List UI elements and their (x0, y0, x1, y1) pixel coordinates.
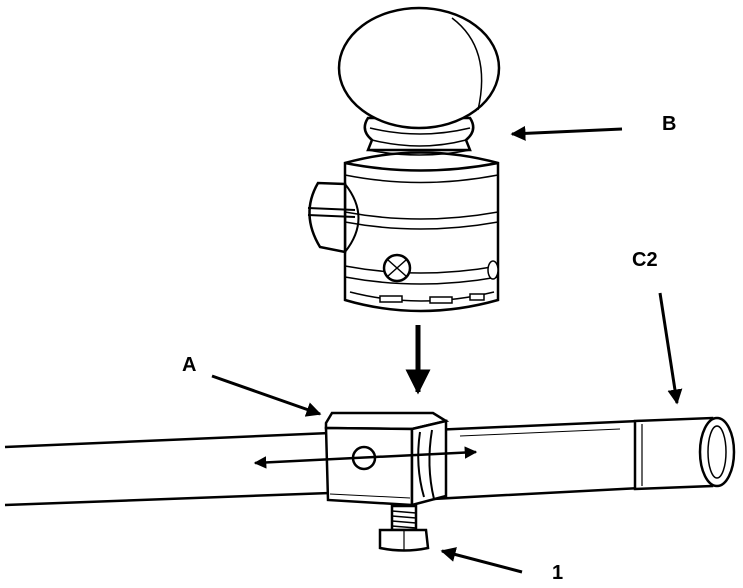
tube-inner-shade (459, 428, 621, 437)
tube-end-cap (633, 416, 736, 491)
tube-bottom-edge-left (4, 491, 331, 507)
clamp-bolt (378, 504, 430, 552)
arrow-a (211, 374, 322, 417)
end-cap-face (698, 416, 736, 488)
ball-sphere (337, 6, 501, 130)
slide-direction-arrow (253, 446, 478, 469)
label-a: A (182, 354, 197, 376)
tube-top-edge-left (4, 431, 331, 449)
tow-ball (337, 6, 501, 156)
arrow-b (510, 125, 623, 141)
label-b: B (662, 113, 677, 135)
housing-body (343, 151, 500, 313)
label-c2: C2 (632, 249, 658, 271)
housing-side-knob (308, 181, 347, 254)
label-1: 1 (552, 562, 564, 584)
tube (4, 419, 642, 507)
ball-mount-housing (307, 151, 500, 313)
arrow-c2 (658, 292, 683, 405)
arrow-1 (440, 547, 523, 574)
